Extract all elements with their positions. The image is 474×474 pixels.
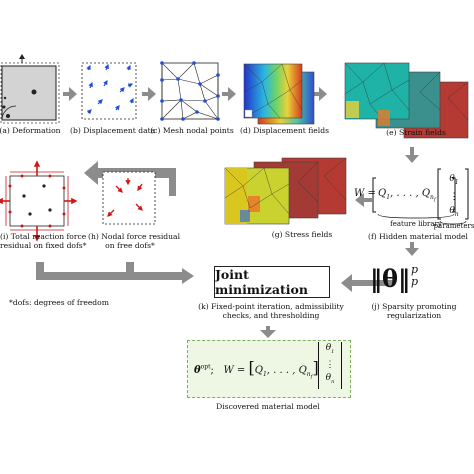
caption-j-line2: regularization xyxy=(386,311,442,320)
result-dots: , . . . , xyxy=(266,365,299,376)
theta-vdots: ⋮ xyxy=(449,191,459,202)
caption-e: (e) Strain fields xyxy=(386,128,446,137)
theta-opt: θ xyxy=(194,365,201,376)
result-theta-1-sub: 1 xyxy=(331,348,335,355)
caption-discovered: Discovered material model xyxy=(216,402,320,411)
joint-minimization-box: Joint minimization xyxy=(214,266,330,298)
theta-n: θ xyxy=(449,205,455,216)
q1-sub: 1 xyxy=(386,194,391,201)
arrows-to-joint-min xyxy=(36,262,194,284)
theta-1: θ xyxy=(449,174,455,184)
result-theta-n-sub: n xyxy=(331,378,335,385)
footnote: *dofs: degrees of freedom xyxy=(9,298,109,307)
nodal-residual-panel xyxy=(102,171,156,225)
theta-norm: ‖θ‖ xyxy=(370,264,411,293)
displacement-data-panel xyxy=(81,62,137,120)
caption-d: (d) Displacement fields xyxy=(240,126,329,135)
w-equals: W = xyxy=(354,188,376,199)
theta-vector: θ1 ⋮ θn xyxy=(446,172,462,222)
result-qn-sub: n xyxy=(306,371,311,378)
arrow-j-to-k xyxy=(341,274,394,292)
arrow-g-to-h xyxy=(84,161,214,196)
result-w-equals: W = xyxy=(223,365,246,376)
result-theta-1: θ xyxy=(325,343,332,353)
feature-library-terms: Q1, . . . , Qnf xyxy=(378,188,436,203)
qn-subsub: f xyxy=(433,197,436,204)
qn-sub: n xyxy=(430,194,434,201)
feature-library-label: feature library xyxy=(390,220,442,228)
hidden-model-graphics xyxy=(372,168,469,225)
theta-1-sub: 1 xyxy=(454,178,459,186)
caption-k-line2: checks, and thresholding xyxy=(222,311,320,320)
caption-c: (c) Mesh nodal points xyxy=(150,126,234,135)
qn: Q xyxy=(421,188,431,199)
result-theta-n: θ xyxy=(325,372,332,383)
theta-n-sub: n xyxy=(454,210,459,218)
arrow-k-to-discovered xyxy=(260,326,276,338)
displacement-fields-panel xyxy=(243,63,315,125)
caption-f: (f) Hidden material model xyxy=(368,232,468,241)
arrow-f-to-j xyxy=(405,242,419,256)
parameters-label: parameters xyxy=(433,222,474,230)
caption-g: (g) Stress fields xyxy=(271,230,333,239)
norm-index: p xyxy=(411,275,419,288)
hidden-model-formula: W = xyxy=(354,188,376,199)
caption-h-line1: (h) Nodal force residual xyxy=(88,232,181,241)
strain-fields-panel xyxy=(344,62,469,139)
arrow-f-to-g xyxy=(355,193,372,207)
semicolon: ; xyxy=(210,365,214,376)
q1: Q xyxy=(378,188,387,199)
discovered-formula: θopt; W = [Q1, . . . , Qnf] xyxy=(194,358,319,381)
result-q1-sub: 1 xyxy=(262,371,267,378)
caption-k-line1: (k) Fixed-point iteration, admissibility xyxy=(198,302,344,311)
stress-fields-panel xyxy=(224,157,347,225)
discovered-model-box xyxy=(187,340,351,398)
caption-j-line1: (j) Sparsity promoting xyxy=(371,302,457,311)
caption-h-line2: on free dofs* xyxy=(105,241,155,250)
arrow-e-to-f xyxy=(405,147,419,163)
norm-power: p xyxy=(411,263,419,276)
top-row-arrows xyxy=(63,87,327,101)
reaction-force-panel xyxy=(0,160,78,242)
result-q1: Q xyxy=(254,365,263,376)
caption-b: (b) Displacement data xyxy=(70,126,156,135)
result-qn-subsub: f xyxy=(310,374,313,381)
caption-i-line1: (i) Total reaction force xyxy=(0,232,87,241)
result-qn: Q xyxy=(298,365,307,376)
mesh-panel xyxy=(160,61,220,121)
q-dots: , . . . , xyxy=(390,188,422,199)
result-theta-vdots: ⋮ xyxy=(325,359,335,370)
deformation-panel xyxy=(0,54,60,124)
result-theta-vector: θ1 ⋮ θn xyxy=(318,342,342,389)
caption-i-line2: residual on fixed dofs* xyxy=(0,241,87,250)
caption-a: (a) Deformation xyxy=(0,126,61,135)
opt-superscript: opt xyxy=(200,363,211,371)
